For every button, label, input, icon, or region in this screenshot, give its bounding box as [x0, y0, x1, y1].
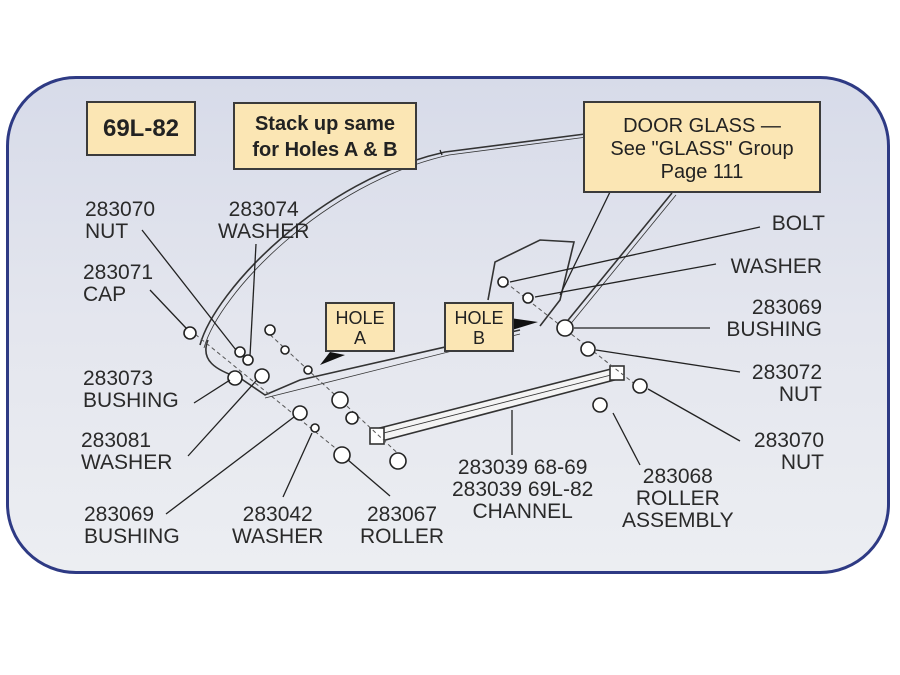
label-283042-washer: 283042 WASHER — [232, 504, 323, 548]
bushing-283069-part — [292, 405, 308, 421]
nut-283072-part — [580, 341, 596, 357]
bolt-part — [497, 276, 509, 288]
label-283067-roller: 283067 ROLLER — [360, 504, 444, 548]
door-glass-box: DOOR GLASS — See "GLASS" Group Page 111 — [583, 101, 821, 193]
part-name: BUSHING — [726, 318, 822, 341]
part-name: WASHER — [730, 255, 822, 278]
bushing-283069-part — [556, 319, 574, 337]
part-name: ROLLER — [360, 525, 445, 548]
channel-end-roller-part — [389, 452, 407, 470]
stack-note-line: Stack up same — [254, 113, 396, 135]
label-283070-nut-left: 283070 NUT — [85, 199, 155, 243]
hole-b-line: HOLE — [454, 308, 504, 328]
part-number: 283072 — [751, 361, 822, 384]
roller-assembly-part — [592, 397, 608, 413]
cap-part — [183, 326, 197, 340]
hole-a-box: HOLE A — [325, 302, 395, 352]
part-name: ROLLER — [635, 487, 720, 510]
washer-283042-part — [310, 423, 320, 433]
label-283068-roller-assembly: 283068 ROLLER ASSEMBLY — [622, 466, 734, 532]
bushing-part — [227, 370, 243, 386]
part-number: 283069 — [84, 503, 155, 526]
part-name: NUT — [778, 383, 822, 406]
stack-note-line: for Holes A & B — [252, 139, 398, 161]
part-number: 283039 68-69 — [457, 456, 588, 479]
model-year-label: 69L-82 — [102, 115, 180, 142]
door-glass-line: See "GLASS" Group — [610, 138, 794, 160]
part-name: NUT — [85, 220, 129, 243]
stack-note-box: Stack up same for Holes A & B — [233, 102, 417, 170]
part-number: 283068 — [642, 465, 713, 488]
part-number: 283081 — [81, 429, 152, 452]
door-glass-line: DOOR GLASS — — [623, 115, 781, 137]
part-name: WASHER — [232, 525, 324, 548]
part-number: 283073 — [83, 367, 154, 390]
label-283073-bushing: 283073 BUSHING — [83, 368, 179, 412]
model-year-box: 69L-82 — [86, 101, 196, 156]
part-name: CHANNEL — [472, 500, 573, 523]
door-glass-line: Page 111 — [660, 161, 744, 183]
part-name: CAP — [83, 283, 127, 306]
part-number: 283070 — [85, 198, 156, 221]
label-washer-right: WASHER — [731, 256, 822, 278]
label-283072-nut: 283072 NUT — [752, 362, 822, 406]
hole-b-pointer — [510, 318, 538, 330]
part-number: 283074 — [228, 198, 299, 221]
part-name: BUSHING — [84, 525, 180, 548]
part-name: NUT — [780, 451, 824, 474]
part-number: 283067 — [366, 503, 438, 526]
hole-a-line: A — [353, 328, 366, 348]
part-number: 283070 — [753, 429, 824, 452]
glass-bracket — [487, 239, 576, 327]
washer-283081-part — [254, 368, 270, 384]
nut-part — [345, 411, 359, 425]
label-283081-washer: 283081 WASHER — [81, 430, 172, 474]
bolt-part — [264, 324, 276, 336]
washer-part — [280, 345, 290, 355]
hole-a-pointer — [320, 352, 345, 365]
washer-part — [242, 354, 254, 366]
part-number: 283039 69L-82 — [452, 478, 594, 501]
hole-b-box: HOLE B — [444, 302, 514, 352]
part-number: 283071 — [83, 261, 154, 284]
label-283074-washer: 283074 WASHER — [218, 199, 309, 243]
bushing-part — [331, 391, 349, 409]
washer-part — [522, 292, 534, 304]
axis-left — [189, 329, 351, 461]
hole-a-line: HOLE — [335, 308, 385, 328]
nut-part — [234, 346, 246, 358]
part-number: 283042 — [242, 503, 313, 526]
nut-283070-part — [632, 378, 648, 394]
washer-part — [303, 365, 313, 375]
part-number: 283069 — [751, 296, 822, 319]
door-glass-lower-edge — [205, 329, 521, 396]
label-283069-bushing-left: 283069 BUSHING — [84, 504, 180, 548]
part-name: BUSHING — [83, 389, 179, 412]
label-283069-bushing-right: 283069 BUSHING — [726, 297, 822, 341]
part-name: WASHER — [81, 451, 173, 474]
label-283071-cap: 283071 CAP — [83, 262, 153, 306]
roller-283067-part — [333, 446, 351, 464]
channel-bar — [370, 367, 624, 443]
axis-hole-b — [499, 277, 646, 393]
label-283039-channel: 283039 68-69 283039 69L-82 CHANNEL — [452, 457, 593, 523]
part-name: BOLT — [771, 212, 825, 235]
hole-b-line: B — [472, 328, 485, 348]
part-name: ASSEMBLY — [622, 509, 734, 532]
label-283070-nut-right: 283070 NUT — [754, 430, 824, 474]
label-bolt: BOLT — [772, 213, 825, 235]
part-name: WASHER — [218, 220, 310, 243]
door-glass-rear-edge — [559, 192, 673, 331]
